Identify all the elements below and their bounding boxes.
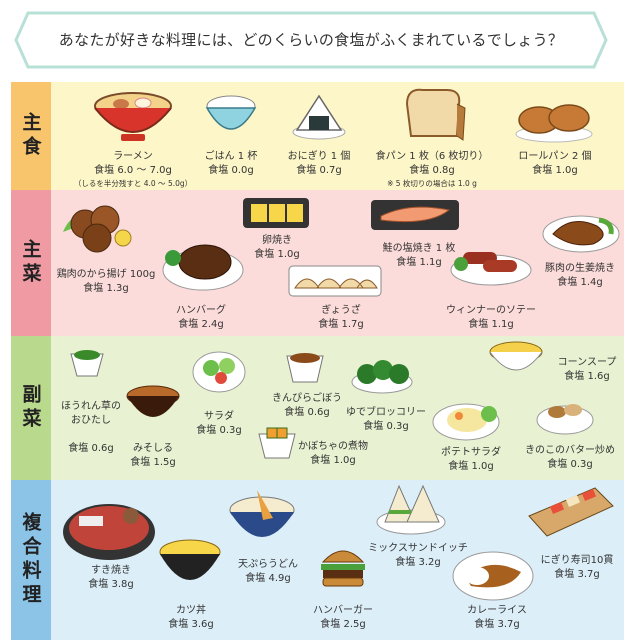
tab-shushoku: 主食 bbox=[11, 82, 51, 190]
item-corn-soup: コーンスープ 食塩 1.6g bbox=[557, 357, 617, 382]
hamburger-illustration bbox=[321, 550, 365, 587]
section-shushoku: 主食 ラーメン 食塩 6.0 ～ 7.0g （しるを半分残すと 4.0 ～ 5.… bbox=[11, 82, 624, 190]
item-miso-soup: みそしる 食塩 1.5g bbox=[130, 443, 176, 468]
item-tamagoyaki: 卵焼き 食塩 1.0g bbox=[254, 235, 300, 260]
tamagoyaki-illustration bbox=[243, 198, 309, 228]
katsudon-illustration bbox=[159, 539, 221, 580]
tab-fukugo: 複合料理 bbox=[11, 480, 51, 640]
roll-bread-illustration bbox=[515, 104, 593, 143]
item-wiener: ウィンナーのソテー 食塩 1.1g bbox=[446, 305, 536, 330]
kinpira-illustration bbox=[286, 353, 324, 383]
tab-fukusai: 副菜 bbox=[11, 336, 51, 480]
hamburg-steak-illustration bbox=[162, 244, 244, 291]
item-bread: 食パン 1 枚（6 枚切り） 食塩 0.8g ※ 5 枚切りの場合は 1.0 g bbox=[375, 151, 489, 188]
title-frame bbox=[14, 11, 608, 69]
item-ohitashi: ほうれん草の おひたし 食塩 0.6g bbox=[61, 401, 121, 454]
item-tempura-udon: 天ぷらうどん 食塩 4.9g bbox=[238, 559, 298, 584]
mushroom-butter-illustration bbox=[536, 404, 594, 435]
tab-shusai: 主菜 bbox=[11, 190, 51, 336]
item-curry-rice: カレーライス 食塩 3.7g bbox=[467, 605, 527, 630]
item-hamburg: ハンバーグ 食塩 2.4g bbox=[176, 305, 226, 330]
onigiri-illustration bbox=[292, 94, 346, 140]
page-title: あなたが好きな料理には、どのくらいの食塩がふくまれているでしょう？ bbox=[58, 31, 564, 49]
bread-illustration bbox=[405, 88, 466, 141]
item-karaage: 鶏肉のから揚げ 100g 食塩 1.3g bbox=[56, 269, 156, 294]
kabocha-illustration bbox=[258, 427, 296, 459]
ramen-illustration bbox=[94, 92, 172, 141]
tempura-udon-illustration bbox=[229, 490, 295, 537]
item-katsudon: カツ丼 食塩 3.6g bbox=[168, 605, 214, 630]
item-sukiyaki: すき焼き 食塩 3.8g bbox=[88, 565, 134, 590]
ohitashi-illustration bbox=[70, 350, 104, 377]
item-potato-salad: ポテトサラダ 食塩 1.0g bbox=[441, 447, 501, 472]
item-rice: ごはん 1 杯 食塩 0.0g bbox=[204, 151, 258, 176]
item-ramen: ラーメン 食塩 6.0 ～ 7.0g （しるを半分残すと 4.0 ～ 5.0g） bbox=[73, 151, 193, 188]
sukiyaki-illustration bbox=[63, 504, 155, 560]
curry-rice-illustration bbox=[452, 551, 534, 601]
corn-soup-illustration bbox=[489, 341, 543, 371]
salmon-illustration bbox=[371, 200, 459, 230]
item-gyoza: ぎょうざ 食塩 1.7g bbox=[318, 305, 364, 330]
title-box: あなたが好きな料理には、どのくらいの食塩がふくまれているでしょう？ bbox=[14, 11, 608, 69]
item-mushroom-butter: きのこのバター炒め 食塩 0.3g bbox=[525, 445, 615, 470]
item-kabocha: かぼちゃの煮物 食塩 1.0g bbox=[298, 441, 368, 466]
sushi-illustration bbox=[528, 487, 614, 537]
item-salad: サラダ 食塩 0.3g bbox=[196, 411, 242, 436]
item-ginger-pork: 豚肉の生姜焼き 食塩 1.4g bbox=[545, 263, 615, 288]
sandwich-illustration bbox=[376, 484, 446, 535]
wiener-illustration bbox=[450, 252, 532, 286]
miso-soup-illustration bbox=[126, 385, 180, 417]
item-hamburger: ハンバーガー 食塩 2.5g bbox=[313, 605, 373, 630]
item-kinpira: きんぴらごぼう 食塩 0.6g bbox=[272, 393, 342, 418]
item-roll-bread: ロールパン 2 個 食塩 1.0g bbox=[518, 151, 592, 176]
salad-illustration bbox=[192, 351, 246, 393]
item-broccoli: ゆでブロッコリー 食塩 0.3g bbox=[346, 407, 426, 432]
section-shusai: 主菜 鶏肉のから揚げ 100g 食塩 1.3g ハンバーグ 食塩 2.4g 卵焼… bbox=[11, 190, 624, 336]
item-sushi: にぎり寿司10貫 食塩 3.7g bbox=[540, 555, 614, 580]
ginger-pork-illustration bbox=[542, 215, 620, 253]
potato-salad-illustration bbox=[432, 403, 500, 441]
item-onigiri: おにぎり 1 個 食塩 0.7g bbox=[287, 151, 351, 176]
gyoza-illustration bbox=[288, 265, 382, 297]
rice-bowl-illustration bbox=[205, 95, 257, 130]
item-salmon: 鮭の塩焼き 1 枚 食塩 1.1g bbox=[382, 243, 456, 268]
item-sandwich: ミックスサンドイッチ 食塩 3.2g bbox=[368, 543, 468, 568]
section-fukusai: 副菜 ほうれん草の おひたし 食塩 0.6g みそしる 食塩 1.5g サラダ … bbox=[11, 336, 624, 480]
karaage-illustration bbox=[63, 205, 132, 253]
section-fukugo: 複合料理 すき焼き 食塩 3.8g カツ丼 食塩 3.6g 天ぷらうどん 食塩 … bbox=[11, 480, 624, 640]
broccoli-illustration bbox=[351, 360, 413, 394]
